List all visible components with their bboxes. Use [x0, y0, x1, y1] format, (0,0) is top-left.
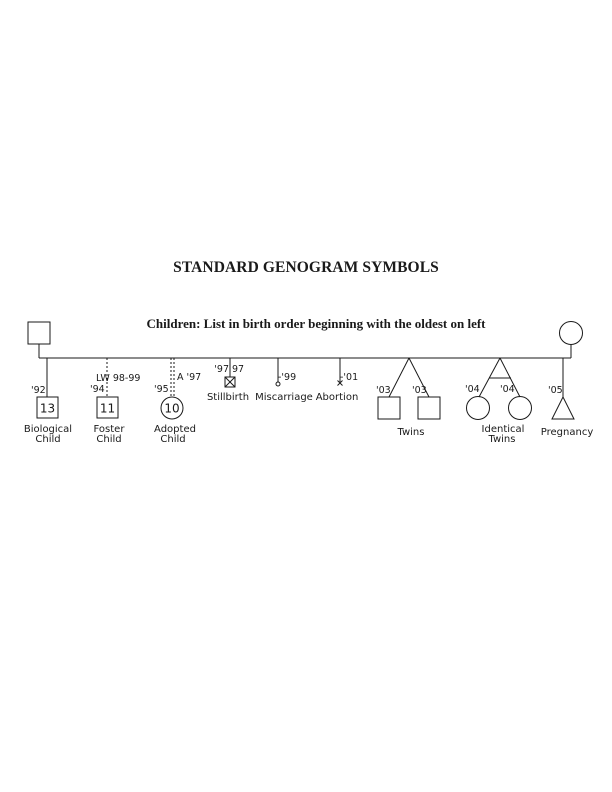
pregnancy-label: Pregnancy [541, 427, 594, 438]
foster-child-year: '94 [90, 384, 105, 395]
adopted-child-age: 10 [164, 402, 179, 416]
mother-circle-symbol [559, 321, 583, 345]
pregnancy-symbol [551, 358, 575, 420]
adopted-child-label-line2: Child [160, 434, 185, 445]
biological-child-year: '92 [31, 385, 46, 396]
biological-child-label-line1: Biological [24, 424, 72, 435]
identical-twins-label-line2: Twins [488, 434, 516, 445]
twin-2-year: '03 [412, 385, 427, 396]
identical-twin-2-year: '04 [500, 384, 515, 395]
miscarriage-symbol [275, 358, 281, 387]
page-title: STANDARD GENOGRAM SYMBOLS [173, 259, 439, 276]
subtitle: Children: List in birth order beginning … [147, 316, 487, 331]
pregnancy-year: '05 [548, 385, 563, 396]
identical-twins-symbol [466, 357, 532, 420]
abortion-symbol [337, 358, 343, 386]
abortion-year: -'01 [340, 372, 358, 383]
foster-child-symbol [96, 358, 119, 419]
adopted-child-line-note: A '97 [177, 372, 201, 383]
twins-label: Twins [397, 427, 425, 438]
abortion-label: Abortion [316, 392, 359, 403]
biological-child-label-line2: Child [35, 434, 60, 445]
miscarriage-year: -'99 [278, 372, 296, 383]
adopted-child-label-line1: Adopted [154, 424, 196, 435]
adopted-child-year: '95 [154, 384, 169, 395]
biological-child-symbol [36, 358, 59, 419]
stillbirth-birth-year: '97 [214, 364, 229, 375]
foster-child-label-line2: Child [96, 434, 121, 445]
twin-1-year: '03 [376, 385, 391, 396]
identical-twins-label-line1: Identical [482, 424, 525, 435]
twins-symbol [377, 357, 441, 420]
stillbirth-label: Stillbirth [207, 392, 249, 403]
stillbirth-death-year: 97 [232, 364, 244, 375]
father-square-symbol [27, 321, 51, 345]
miscarriage-label: Miscarriage [255, 392, 313, 403]
foster-child-line-note: LW 98-99 [96, 373, 140, 384]
identical-twin-1-year: '04 [465, 384, 480, 395]
foster-child-label-line1: Foster [94, 424, 126, 435]
biological-child-age: 13 [40, 402, 55, 416]
foster-child-age: 11 [100, 402, 115, 416]
adopted-child-symbol [160, 358, 184, 420]
stillbirth-symbol [224, 358, 236, 388]
